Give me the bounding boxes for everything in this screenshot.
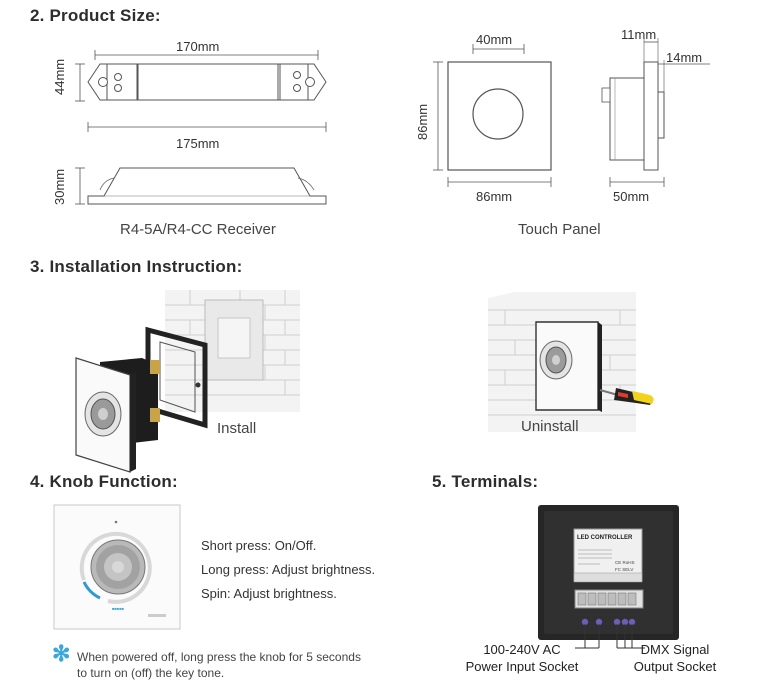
receiver-top-length: 170mm bbox=[176, 39, 220, 54]
svg-text:CE RoHS: CE RoHS bbox=[615, 560, 635, 565]
panel-depth-side: 14mm bbox=[666, 50, 703, 65]
knob-diameter: 40mm bbox=[476, 32, 513, 47]
heading-installation: 3. Installation Instruction: bbox=[30, 257, 243, 276]
panel-depth-top: 11mm bbox=[621, 27, 657, 42]
heading-knob-function: 4. Knob Function: bbox=[30, 472, 178, 491]
key-tone-note-line2: to turn on (off) the key tone. bbox=[77, 666, 225, 680]
knob-function-0: Short press: On/Off. bbox=[201, 538, 317, 553]
screwdriver-icon bbox=[599, 388, 654, 405]
terminal-label-title: LED CONTROLLER bbox=[577, 535, 633, 541]
panel-side-depth: 50mm bbox=[613, 189, 650, 204]
brick-wall-left bbox=[165, 290, 300, 412]
heading-terminals: 5. Terminals: bbox=[432, 472, 539, 491]
dmx-output-line1: DMX Signal bbox=[640, 642, 710, 657]
receiver-bottom-length: 175mm bbox=[176, 136, 220, 151]
svg-text:■■■■■: ■■■■■ bbox=[112, 606, 125, 611]
power-input-line1: 100-240V AC bbox=[483, 642, 561, 657]
touch-panel-caption: Touch Panel bbox=[518, 221, 601, 238]
key-tone-note-line1: When powered off, long press the knob fo… bbox=[77, 650, 361, 664]
receiver-caption: R4-5A/R4-CC Receiver bbox=[120, 221, 276, 238]
panel-width: 86mm bbox=[476, 189, 513, 204]
power-input-socket: 100-240V AC Power Input Socket bbox=[452, 641, 592, 675]
dmx-output-socket: DMX Signal Output Socket bbox=[620, 641, 730, 675]
uninstall-label: Uninstall bbox=[521, 418, 579, 435]
svg-text:FC SELV: FC SELV bbox=[615, 567, 633, 572]
knob-function-2: Spin: Adjust brightness. bbox=[201, 586, 337, 601]
knob-function-1: Long press: Adjust brightness. bbox=[201, 562, 376, 577]
heading-product-size: 2. Product Size: bbox=[30, 6, 161, 25]
power-input-line2-text: Power Input Socket bbox=[465, 659, 579, 674]
install-label: Install bbox=[217, 420, 257, 437]
asterisk-icon: ✻ bbox=[52, 641, 71, 666]
dmx-output-line2: Output Socket bbox=[633, 659, 717, 674]
